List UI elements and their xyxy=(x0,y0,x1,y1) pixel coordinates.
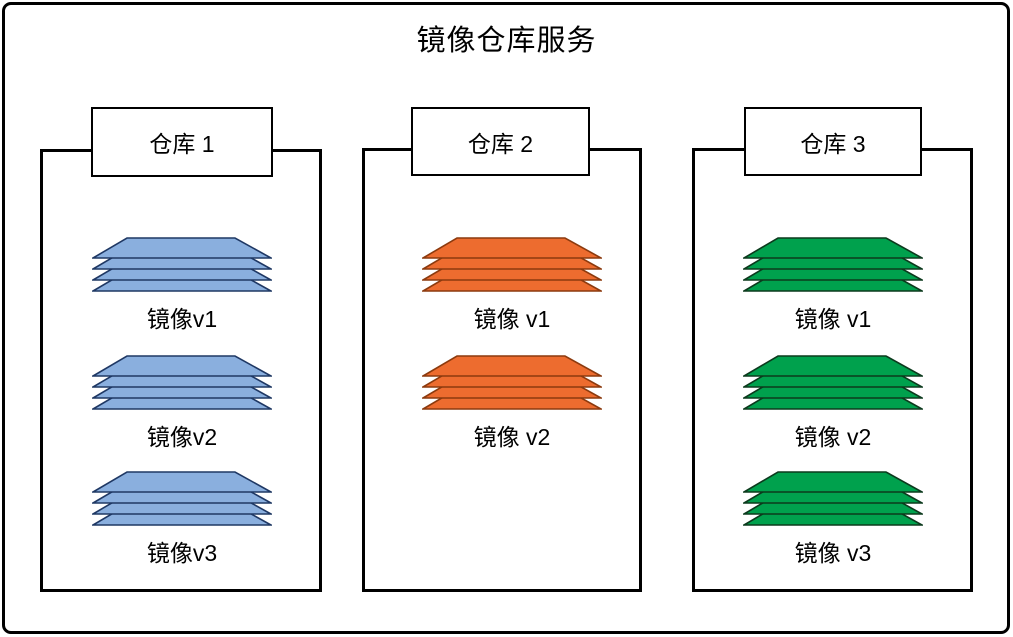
warehouse-1-label-box: 仓库 1 xyxy=(91,107,273,177)
image-layers-icon xyxy=(743,355,923,410)
diagram-title: 镜像仓库服务 xyxy=(416,25,597,57)
image-layers-icon xyxy=(92,237,272,292)
image-stack-label: 镜像 v2 xyxy=(473,424,551,450)
image-stack-label: 镜像v3 xyxy=(146,540,218,566)
image-layers-icon xyxy=(743,471,923,526)
image-stack-label: 镜像v2 xyxy=(146,424,218,450)
image-layers-icon xyxy=(743,237,923,292)
image-stack-1-2: 镜像v2 xyxy=(92,355,272,452)
image-stack-label: 镜像 v1 xyxy=(794,306,872,332)
image-stack-2-2: 镜像 v2 xyxy=(422,355,602,452)
warehouse-3-label-box: 仓库 3 xyxy=(744,107,922,176)
image-layers-icon xyxy=(422,355,602,410)
image-stack-label: 镜像 v2 xyxy=(794,424,872,450)
image-layers-icon xyxy=(422,237,602,292)
image-stack-1-3: 镜像v3 xyxy=(92,471,272,568)
image-stack-label: 镜像 v3 xyxy=(794,540,872,566)
image-layers-icon xyxy=(92,471,272,526)
warehouse-2-label: 仓库 2 xyxy=(467,130,534,157)
image-layers-icon xyxy=(92,355,272,410)
image-stack-3-3: 镜像 v3 xyxy=(743,471,923,568)
image-stack-1-1: 镜像v1 xyxy=(92,237,272,334)
image-stack-label: 镜像 v1 xyxy=(473,306,551,332)
image-stack-label: 镜像v1 xyxy=(146,306,218,332)
warehouse-1-label: 仓库 1 xyxy=(149,131,215,157)
warehouse-3-label: 仓库 3 xyxy=(800,130,866,157)
image-stack-2-1: 镜像 v1 xyxy=(422,237,602,334)
image-stack-3-2: 镜像 v2 xyxy=(743,355,923,452)
image-stack-3-1: 镜像 v1 xyxy=(743,237,923,334)
warehouse-2-label-box: 仓库 2 xyxy=(411,107,590,176)
